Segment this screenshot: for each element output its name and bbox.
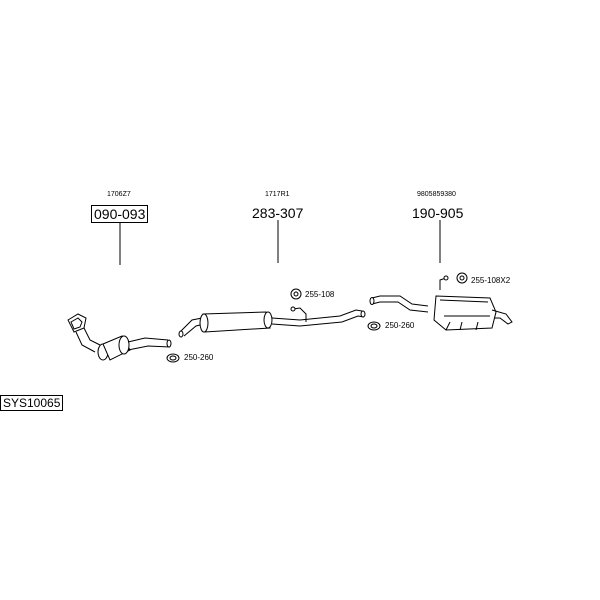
part-ref-3: 9805859380 (417, 191, 456, 198)
accessory-label-hanger-1[interactable]: 255-108 (305, 290, 335, 299)
clamp-icon (367, 321, 381, 331)
part-number-2[interactable]: 283-307 (252, 205, 304, 221)
system-code: SYS10065 (0, 395, 64, 411)
accessory-label-clamp-2[interactable]: 250-260 (385, 321, 415, 330)
part-number-3[interactable]: 190-905 (412, 205, 464, 221)
hanger-icon (290, 288, 302, 300)
part-number-1[interactable]: 090-093 (91, 205, 149, 223)
accessory-label-clamp-1[interactable]: 250-260 (184, 353, 214, 362)
part-ref-2: 1717R1 (265, 191, 290, 198)
middle-silencer-drawing (178, 306, 366, 338)
part-ref-1: 1706Z7 (107, 191, 131, 198)
clamp-icon (166, 353, 180, 363)
catalytic-converter-drawing (67, 313, 172, 361)
accessory-label-hanger-2[interactable]: 255-108X2 (471, 276, 511, 285)
rear-silencer-drawing (369, 275, 513, 331)
hanger-icon (456, 272, 468, 284)
